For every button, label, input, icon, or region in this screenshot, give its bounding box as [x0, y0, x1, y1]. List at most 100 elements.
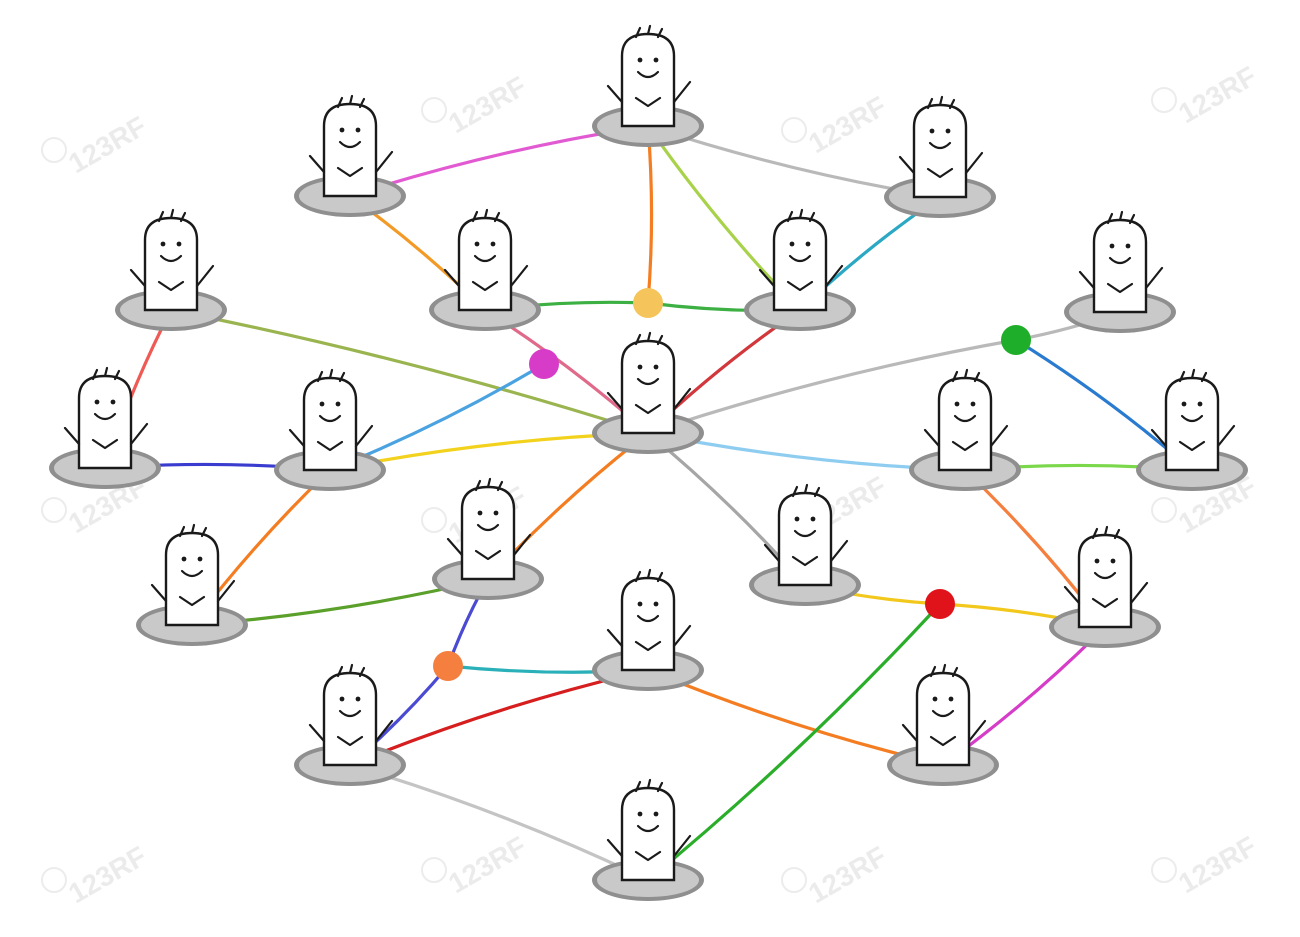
- person-body: [620, 576, 676, 672]
- person-body: [912, 103, 968, 199]
- node-woman-headset: [432, 477, 544, 600]
- eye: [339, 696, 345, 702]
- svg-text:123RF: 123RF: [803, 840, 891, 909]
- smile: [473, 254, 497, 263]
- collar: [316, 440, 344, 452]
- collar: [634, 850, 662, 862]
- hair: [1178, 368, 1208, 383]
- collar: [1106, 282, 1134, 294]
- eye: [932, 696, 938, 702]
- eye: [1197, 401, 1203, 407]
- node-man-sunglasses: [887, 663, 999, 786]
- watermark: 123RF: [41, 840, 152, 909]
- arms: [1078, 266, 1164, 290]
- arms: [1063, 581, 1149, 605]
- collar: [336, 166, 364, 178]
- person-body: [457, 216, 513, 312]
- eye: [176, 241, 182, 247]
- smile: [338, 709, 362, 718]
- collar: [157, 280, 185, 292]
- hair: [926, 95, 956, 110]
- arms: [606, 834, 692, 858]
- collar: [1091, 597, 1119, 609]
- node-man-smiling: [49, 366, 161, 489]
- smile: [1180, 414, 1204, 423]
- smile: [159, 254, 183, 263]
- edge-n10-j3: [646, 338, 1018, 435]
- eye: [335, 401, 341, 407]
- person-body: [772, 216, 828, 312]
- person-body: [1092, 218, 1148, 314]
- node-boy-suspenders: [294, 663, 406, 786]
- smile: [636, 70, 660, 79]
- arms: [606, 80, 692, 104]
- hair: [791, 483, 821, 498]
- eye: [637, 601, 643, 607]
- person-body: [915, 671, 971, 767]
- eye: [493, 510, 499, 516]
- collar: [634, 640, 662, 652]
- node-man-tie-elderly: [744, 208, 856, 331]
- person-body: [1077, 533, 1133, 629]
- collar: [1178, 440, 1206, 452]
- eye: [653, 811, 659, 817]
- eye: [339, 127, 345, 133]
- edge-n18-n17: [348, 668, 650, 767]
- junction-dot-j5: [925, 589, 955, 619]
- junction-layer: [433, 288, 1031, 681]
- eye: [653, 364, 659, 370]
- arms: [606, 624, 692, 648]
- junction-dot-j1: [633, 288, 663, 318]
- node-man-tie-center: [592, 331, 704, 454]
- collar: [786, 280, 814, 292]
- eye: [197, 556, 203, 562]
- arms: [308, 719, 394, 743]
- eye: [1181, 401, 1187, 407]
- arms: [1150, 424, 1236, 448]
- smile: [636, 824, 660, 833]
- smile: [636, 377, 660, 386]
- eye: [637, 364, 643, 370]
- hair: [336, 94, 366, 109]
- eye: [319, 401, 325, 407]
- person-body: [620, 32, 676, 128]
- watermark: 123RF: [1151, 60, 1262, 129]
- arms: [923, 424, 1009, 448]
- hair: [316, 368, 346, 383]
- eye: [1109, 243, 1115, 249]
- arms: [446, 533, 532, 557]
- node-man-waving-bottom: [592, 778, 704, 901]
- watermark: 123RF: [421, 70, 532, 139]
- node-man-striped-shirt: [909, 368, 1021, 491]
- hair: [1091, 525, 1121, 540]
- arms: [606, 387, 692, 411]
- hair: [786, 208, 816, 223]
- eye: [637, 811, 643, 817]
- node-layer: [49, 24, 1248, 901]
- eye: [653, 57, 659, 63]
- smile: [788, 254, 812, 263]
- eye: [1094, 558, 1100, 564]
- eye: [929, 128, 935, 134]
- collar: [634, 403, 662, 415]
- person-body: [1164, 376, 1220, 472]
- edge-n4-n10: [169, 308, 650, 435]
- arms: [898, 151, 984, 175]
- hair: [471, 208, 501, 223]
- edge-n20-j5: [646, 602, 942, 882]
- person-body: [460, 485, 516, 581]
- arms: [901, 719, 987, 743]
- node-man-hat-backpack: [274, 368, 386, 491]
- person-body: [143, 216, 199, 312]
- arms: [758, 264, 844, 288]
- watermark: 123RF: [1151, 830, 1262, 899]
- smile: [338, 140, 362, 149]
- watermark: 123RF: [421, 830, 532, 899]
- node-girl-pigtails: [884, 95, 996, 218]
- eye: [789, 241, 795, 247]
- node-man-arms-up: [136, 523, 248, 646]
- svg-text:123RF: 123RF: [443, 70, 531, 139]
- arms: [129, 264, 215, 288]
- eye: [637, 57, 643, 63]
